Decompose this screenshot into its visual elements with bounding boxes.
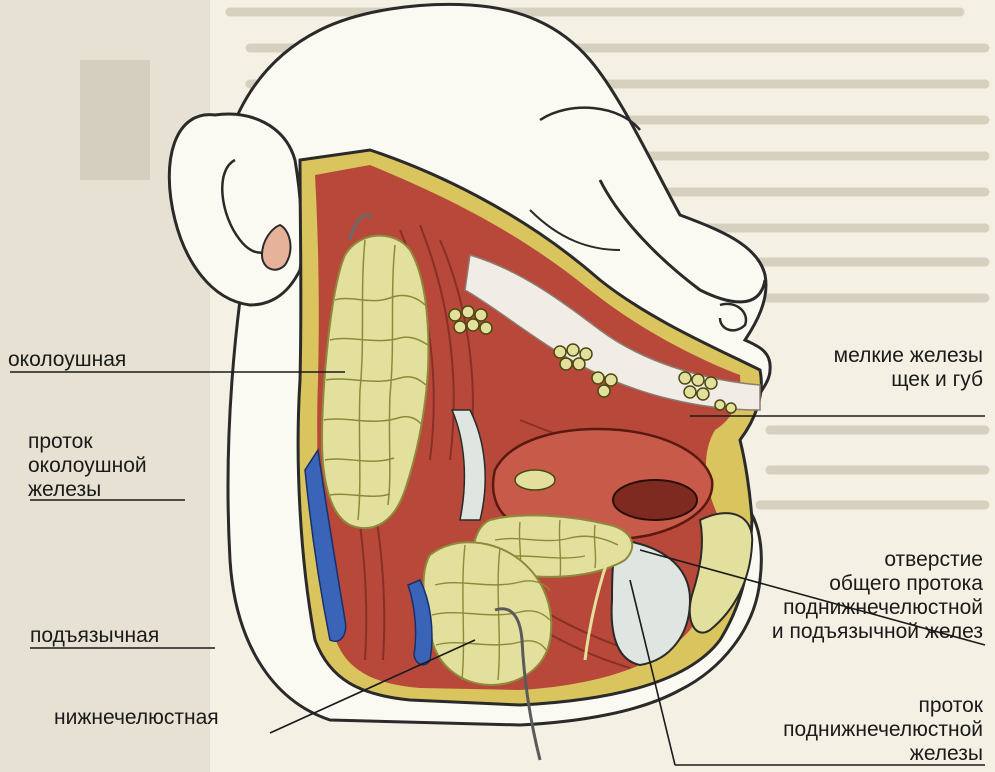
label-parotid: околоушная [8, 348, 126, 372]
label-parotid-duct-line1: проток [28, 430, 147, 454]
label-submandibular-duct-line3: железы [783, 742, 983, 766]
label-submandibular: нижнечелюстная [54, 706, 219, 730]
tongue-glands [515, 470, 555, 490]
label-common-duct-line1: отверстие [772, 548, 983, 572]
label-parotid-text: околоушная [8, 348, 126, 372]
label-common-duct-line3: поднижнечелюстной [772, 596, 983, 620]
label-common-duct-line2: общего протока [772, 572, 983, 596]
label-submandibular-duct: проток поднижнечелюстной железы [783, 694, 983, 766]
left-page-figure [80, 60, 150, 180]
label-parotid-duct-line3: железы [28, 478, 147, 502]
label-small-glands-line2: щек и губ [834, 368, 983, 392]
label-submandibular-duct-line1: проток [783, 694, 983, 718]
label-parotid-duct: проток околоушной железы [28, 430, 147, 502]
label-sublingual: подъязычная [30, 624, 159, 648]
label-common-duct-opening: отверстие общего протока поднижнечелюстн… [772, 548, 983, 644]
label-small-glands-line1: мелкие железы [834, 344, 983, 368]
tongue-cross-section [613, 480, 697, 520]
label-sublingual-text: подъязычная [30, 624, 159, 648]
label-submandibular-duct-line2: поднижнечелюстной [783, 718, 983, 742]
label-parotid-duct-line2: околоушной [28, 454, 147, 478]
label-small-glands: мелкие железы щек и губ [834, 344, 983, 392]
label-common-duct-line4: и подъязычной желез [772, 620, 983, 644]
label-submandibular-text: нижнечелюстная [54, 706, 219, 730]
